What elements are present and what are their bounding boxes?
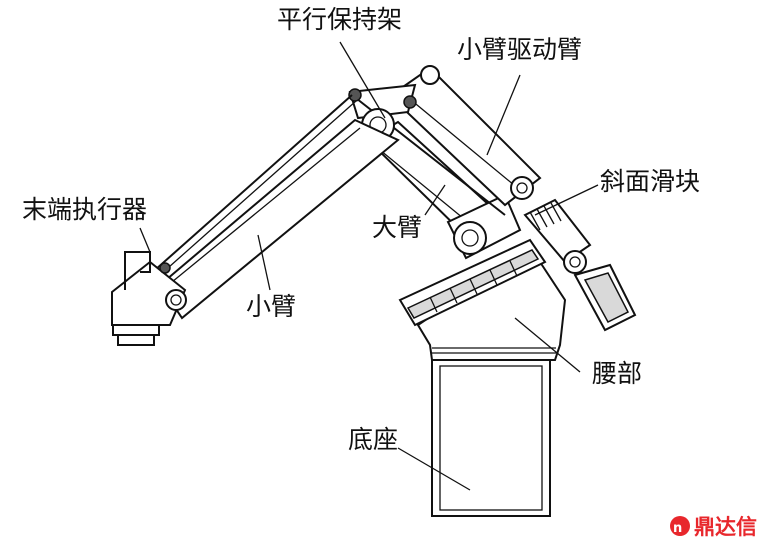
forearm-part [154, 94, 400, 320]
slide-rail [398, 238, 547, 327]
upper-arm-part [366, 120, 522, 260]
label-base: 底座 [348, 425, 398, 454]
leader-lines [139, 41, 599, 491]
forearm-drive-arm-part [388, 65, 542, 207]
label-waist: 腰部 [592, 359, 642, 388]
label-inclined-slider: 斜面滑块 [600, 167, 700, 196]
label-forearm: 小臂 [246, 292, 296, 321]
label-upper-arm: 大臂 [372, 213, 422, 242]
svg-text:n: n [673, 521, 682, 536]
label-forearm-drive-arm: 小臂驱动臂 [457, 35, 582, 64]
base-part [431, 359, 551, 517]
label-end-effector: 末端执行器 [22, 195, 147, 224]
watermark-logo: n 鼎达信 [670, 515, 757, 539]
end-effector-part [111, 251, 187, 346]
watermark-text: 鼎达信 [694, 515, 757, 539]
inclined-slider-part [523, 198, 637, 332]
label-parallel-frame: 平行保持架 [277, 5, 402, 34]
